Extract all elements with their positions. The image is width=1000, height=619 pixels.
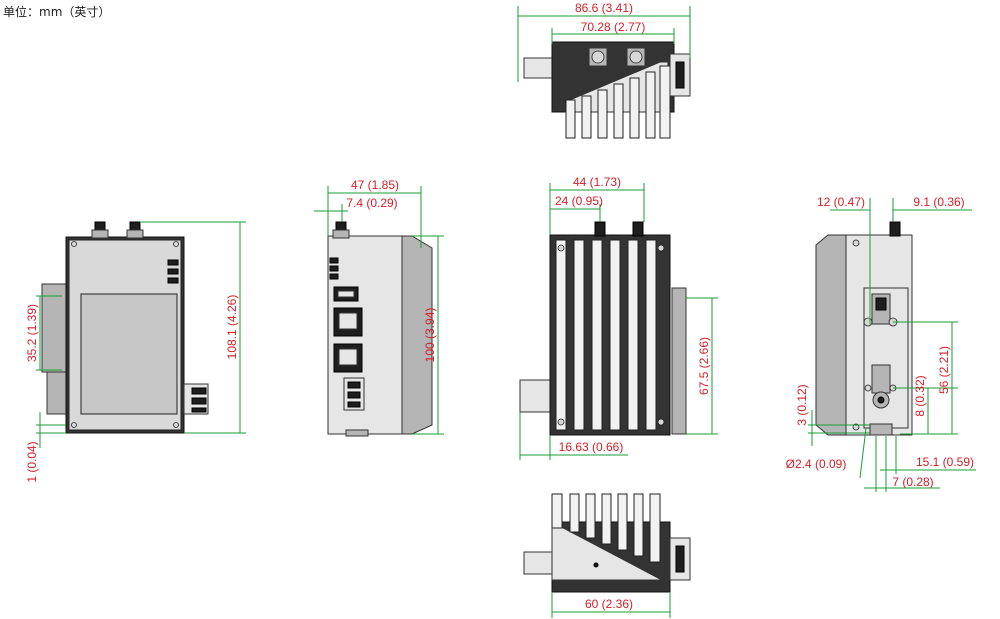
front-view-label-panel bbox=[80, 293, 178, 415]
front-view: 108.1 (4.26) 35.2 (1.39) 1 (0.04) bbox=[25, 221, 246, 483]
dim-rear-half-width: 24 (0.95) bbox=[555, 194, 603, 208]
bottom-view-fins bbox=[551, 493, 661, 563]
bottom-view-heatsink-face bbox=[551, 521, 663, 581]
dim-right-left-offset: 12 (0.47) bbox=[817, 195, 865, 209]
dim-right-slot-width: 7 (0.28) bbox=[892, 475, 933, 489]
top-view: 86.6 (3.41) 70.28 (2.77) bbox=[517, 1, 691, 139]
dim-top-width-body: 70.28 (2.77) bbox=[581, 20, 646, 34]
front-view-din-rail bbox=[41, 283, 69, 373]
dim-side-depth: 47 (1.85) bbox=[351, 178, 399, 192]
dim-rear-width: 44 (1.73) bbox=[573, 175, 621, 189]
right-view-screw-hole-left bbox=[863, 317, 873, 327]
top-view-din-clip bbox=[523, 57, 555, 79]
dim-right-bracket-width: 15.1 (0.59) bbox=[916, 455, 974, 469]
right-view-bottom-clip bbox=[869, 423, 893, 436]
right-view-antenna bbox=[889, 221, 901, 237]
bottom-view-screw-hole bbox=[593, 562, 599, 568]
dim-rear-bracket-height: 67.5 (2.66) bbox=[697, 337, 711, 395]
rear-view-fins bbox=[555, 239, 657, 431]
rear-view: 44 (1.73) 24 (0.95) 67.5 (2.66) 16.63 (0… bbox=[519, 175, 718, 460]
dim-bottom-width: 60 (2.36) bbox=[585, 597, 633, 611]
dim-front-height-total: 108.1 (4.26) bbox=[225, 295, 239, 360]
side-view-leds bbox=[329, 257, 339, 280]
rear-view-bracket bbox=[671, 287, 687, 435]
rear-view-din-clip bbox=[519, 379, 551, 413]
bottom-view-din-clip bbox=[523, 551, 555, 575]
dim-front-rail-span: 35.2 (1.39) bbox=[25, 304, 39, 362]
dim-front-bottom-offset: 1 (0.04) bbox=[25, 441, 39, 482]
dim-right-hole-offset: 8 (0.32) bbox=[913, 375, 927, 416]
dim-top-width-overall: 86.6 (3.41) bbox=[575, 1, 633, 15]
front-view-rail-lower bbox=[46, 371, 68, 415]
bottom-view: 60 (2.36) bbox=[523, 493, 691, 618]
dim-right-hole-diameter: Ø2.4 (0.09) bbox=[786, 457, 847, 471]
right-view-heatsink-edge bbox=[815, 234, 849, 436]
rear-view-antenna-left bbox=[594, 221, 606, 237]
dim-right-small-offset: 3 (0.12) bbox=[795, 384, 809, 425]
front-view-vents bbox=[167, 259, 179, 284]
dim-right-vertical-span: 56 (2.21) bbox=[937, 346, 951, 394]
dim-side-height: 100 (3.94) bbox=[423, 308, 437, 363]
unit-note: 单位：mm（英寸） bbox=[3, 5, 111, 19]
rear-view-antenna-right bbox=[632, 221, 644, 237]
right-view: 12 (0.47) 9.1 (0.36) 56 (2.21) 8 (0.32) … bbox=[786, 195, 976, 492]
dim-right-right-offset: 9.1 (0.36) bbox=[913, 195, 964, 209]
side-view: 47 (1.85) 7.4 (0.29) 100 (3.94) bbox=[314, 178, 444, 437]
dim-rear-bottom-offset: 16.63 (0.66) bbox=[559, 440, 624, 454]
top-view-fins bbox=[565, 65, 671, 139]
dim-side-connector-offset: 7.4 (0.29) bbox=[346, 196, 397, 210]
